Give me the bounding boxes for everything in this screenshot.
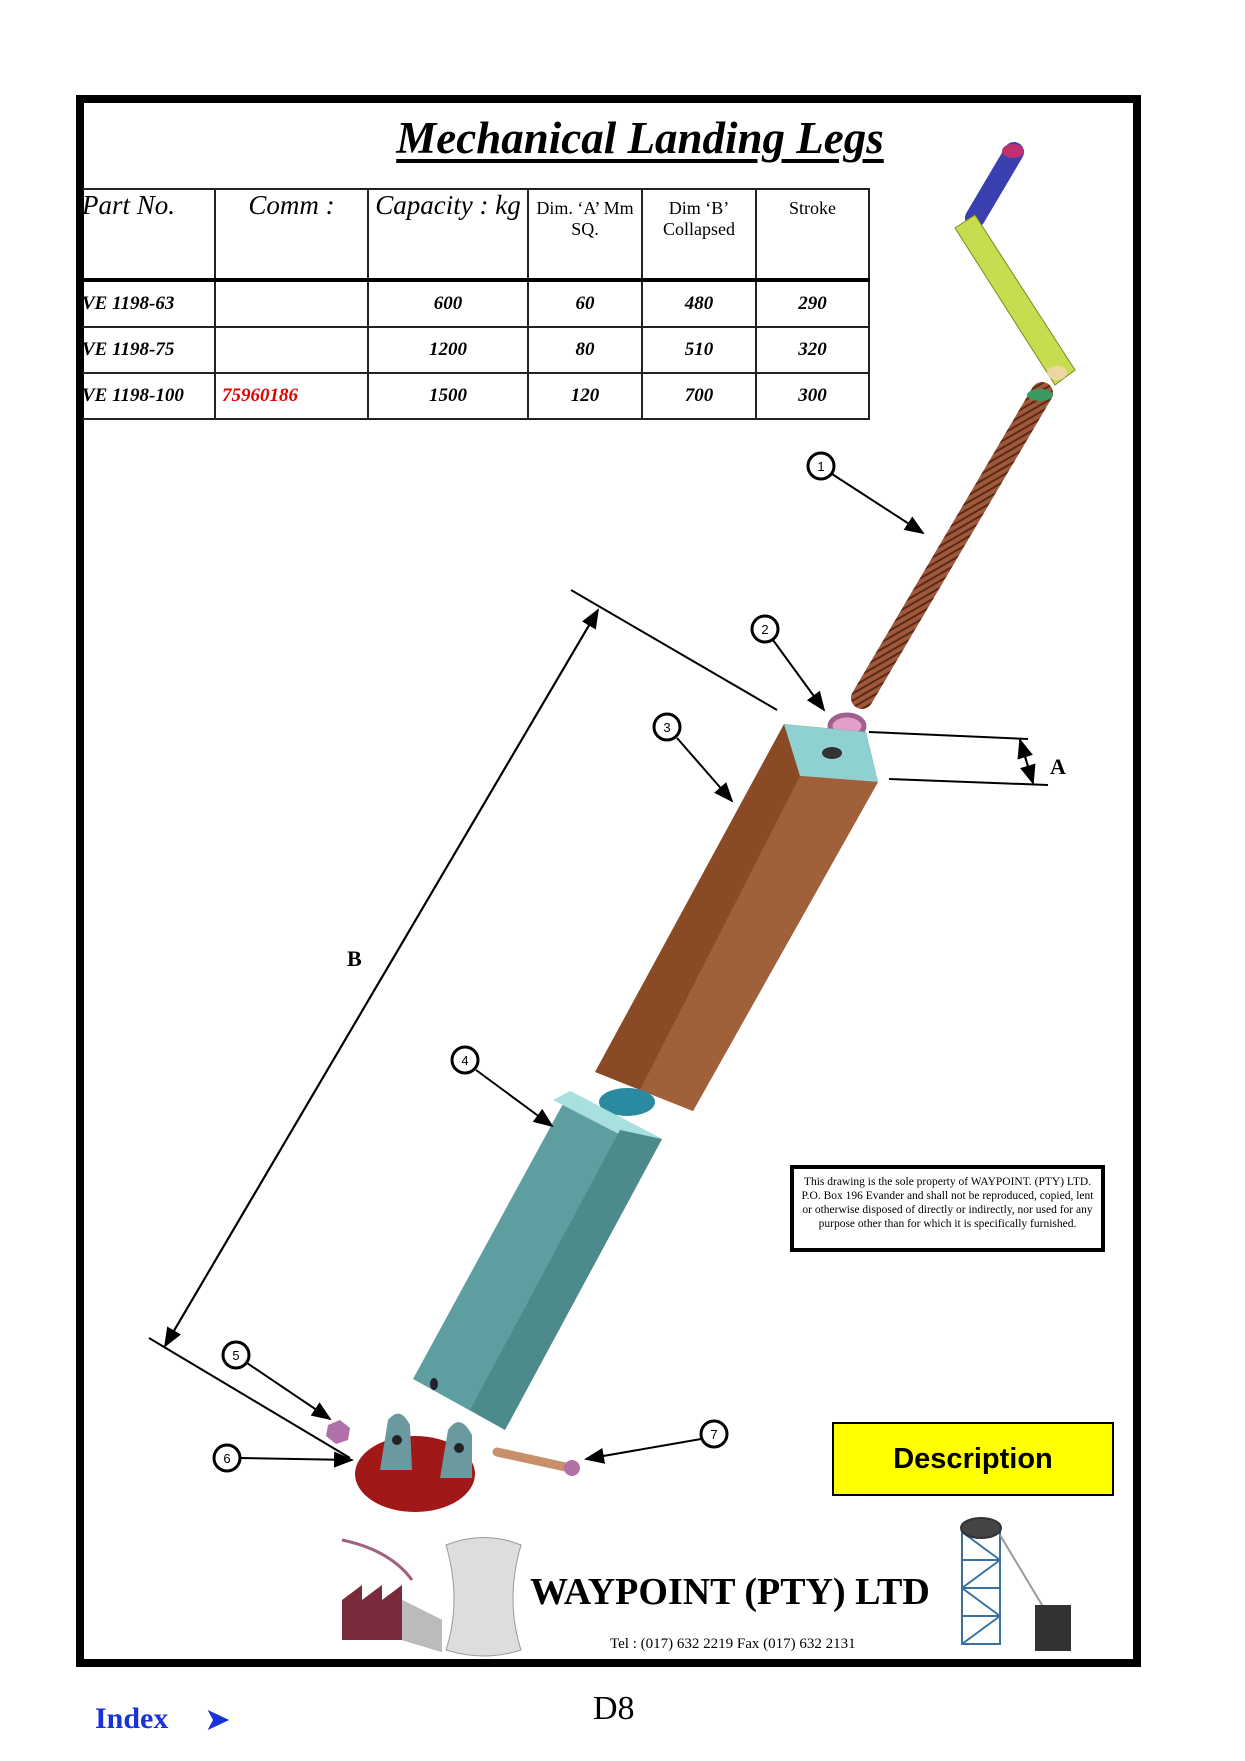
cell-dim-a: 60 <box>527 279 643 328</box>
col-capacity: Capacity : kg <box>367 188 529 281</box>
cell-capacity: 600 <box>367 279 529 328</box>
cell-comm <box>214 326 369 374</box>
crank-handle <box>954 142 1076 386</box>
cell-part: VE 1198-100 <box>82 372 216 420</box>
factory-icon <box>341 1538 442 1652</box>
callout-4: 4 <box>450 1045 480 1075</box>
cell-capacity: 1200 <box>367 326 529 374</box>
svg-text:4: 4 <box>461 1053 468 1068</box>
svg-text:2: 2 <box>761 622 768 637</box>
svg-text:6: 6 <box>223 1451 230 1466</box>
cell-stroke: 290 <box>755 279 870 328</box>
arrow-right-icon[interactable]: ➤ <box>204 1701 231 1737</box>
outer-tube <box>595 724 878 1111</box>
table-header-row: Part No. Comm : Capacity : kg Dim. ‘A’ M… <box>82 188 870 281</box>
base-plate <box>355 1413 475 1512</box>
dimension-b-label: B <box>347 946 362 971</box>
svg-text:5: 5 <box>232 1348 239 1363</box>
pivot-bolt <box>492 1447 580 1476</box>
cell-dim-a: 120 <box>527 372 643 420</box>
callout-5: 5 <box>221 1340 251 1370</box>
dimension-a <box>868 731 1049 786</box>
callout-3: 3 <box>652 712 682 742</box>
svg-text:1: 1 <box>817 459 824 474</box>
callout-2: 2 <box>750 614 780 644</box>
cell-dim-b: 700 <box>641 372 757 420</box>
cell-part: VE 1198-75 <box>82 326 216 374</box>
table-row: VE 1198-63 600 60 480 290 <box>82 279 870 328</box>
page-number: D8 <box>593 1690 635 1727</box>
lead-screw <box>851 382 1053 709</box>
cell-comm: 75960186 <box>214 372 369 420</box>
svg-text:7: 7 <box>710 1427 717 1442</box>
drawing-frame <box>76 95 1141 1667</box>
svg-text:3: 3 <box>663 720 670 735</box>
col-dim-b: Dim ‘B’ Collapsed <box>641 188 757 281</box>
cell-stroke: 300 <box>755 372 870 420</box>
col-stroke: Stroke <box>755 188 870 281</box>
description-button[interactable]: Description <box>832 1422 1114 1496</box>
callout-7: 7 <box>699 1419 729 1449</box>
col-part-no: Part No. <box>82 188 216 281</box>
dimension-a-label: A <box>1050 754 1066 779</box>
callout-1: 1 <box>806 451 836 481</box>
index-link[interactable]: Index <box>95 1702 169 1735</box>
cell-dim-b: 480 <box>641 279 757 328</box>
company-contact: Tel : (017) 632 2219 Fax (017) 632 2131 <box>610 1636 856 1652</box>
headframe-building <box>1035 1605 1071 1651</box>
spec-table: Part No. Comm : Capacity : kg Dim. ‘A’ M… <box>82 188 870 420</box>
company-name: WAYPOINT (PTY) LTD <box>530 1571 930 1613</box>
callout-6: 6 <box>212 1443 242 1473</box>
cell-dim-a: 80 <box>527 326 643 374</box>
headframe-icon <box>960 1517 1046 1645</box>
inner-tube <box>413 1091 662 1430</box>
cell-capacity: 1500 <box>367 372 529 420</box>
dimension-b <box>148 589 778 1459</box>
col-dim-a: Dim. ‘A’ Mm SQ. <box>527 188 643 281</box>
callout-leaders <box>240 473 925 1468</box>
cell-dim-b: 510 <box>641 326 757 374</box>
cell-comm <box>214 279 369 328</box>
disclaimer-box: This drawing is the sole property of WAY… <box>790 1165 1105 1252</box>
table-row: VE 1198-75 1200 80 510 320 <box>82 326 870 374</box>
cooling-tower-icon <box>445 1537 522 1657</box>
cell-part: VE 1198-63 <box>82 279 216 328</box>
page-title: Mechanical Landing Legs <box>396 113 884 163</box>
nut <box>326 1420 350 1444</box>
col-comm: Comm : <box>214 188 369 281</box>
cell-stroke: 320 <box>755 326 870 374</box>
table-row: VE 1198-100 75960186 1500 120 700 300 <box>82 372 870 420</box>
inner-collar <box>599 1088 655 1116</box>
